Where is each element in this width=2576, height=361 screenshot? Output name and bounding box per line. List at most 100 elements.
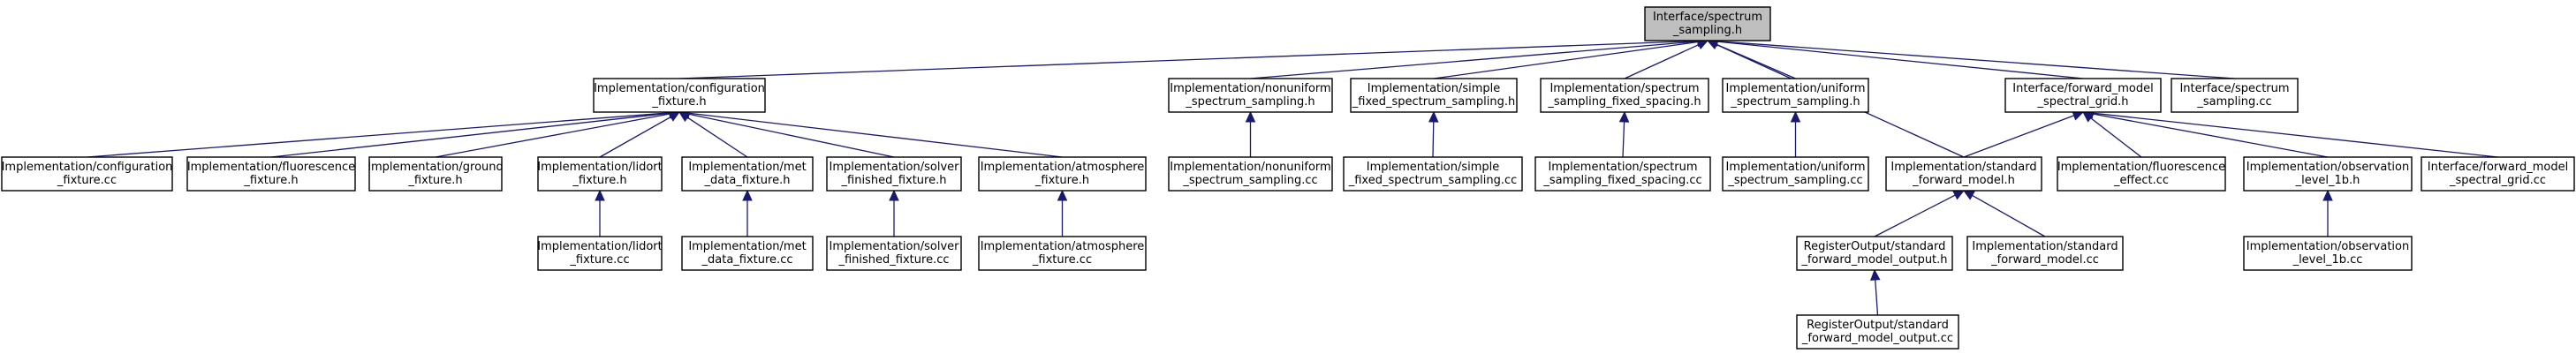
- file-node-sfm-cc[interactable]: Implementation/standard_forward_model.cc: [1966, 236, 2124, 271]
- node-label-line: Implementation/met: [688, 161, 806, 174]
- file-node-ssfs-cc[interactable]: Implementation/spectrum_sampling_fixed_s…: [1534, 156, 1711, 192]
- node-label-line: _level_1b.h: [2295, 174, 2360, 187]
- file-node-fwd-grid-cc[interactable]: Interface/forward_model_spectral_grid.cc: [2421, 156, 2575, 192]
- dependency-edge: [1874, 190, 1966, 237]
- file-node-ground-h[interactable]: Implementation/ground_fixture.h: [367, 156, 504, 192]
- file-node-ifc-ss-cc[interactable]: Interface/spectrum_sampling.cc: [2171, 78, 2299, 113]
- file-node-root[interactable]: Interface/spectrum_sampling.h: [1644, 6, 1771, 41]
- arrow-head-icon: [1057, 189, 1068, 201]
- dependency-edge: [1706, 36, 2084, 79]
- file-node-nonuniform-h[interactable]: Implementation/nonuniform_spectrum_sampl…: [1168, 78, 1333, 113]
- file-node-atm-cc[interactable]: Implementation/atmosphere_fixture.cc: [978, 236, 1147, 271]
- file-node-lidort-h[interactable]: Implementation/lidort_fixture.h: [537, 156, 663, 192]
- file-node-sfm-h[interactable]: Implementation/standard_forward_model.h: [1885, 156, 2042, 192]
- file-node-ssfs-h[interactable]: Implementation/spectrum_sampling_fixed_s…: [1540, 78, 1709, 113]
- node-label-line: _sampling_fixed_spacing.cc: [1542, 174, 1701, 187]
- edge-line: [270, 112, 671, 158]
- dependency-edge: [1963, 110, 2085, 158]
- file-node-met-h[interactable]: Implementation/met_data_fixture.h: [681, 156, 814, 192]
- node-label-line: Implementation/atmosphere: [981, 240, 1145, 253]
- node-box: [978, 236, 1147, 271]
- dependency-edge: [1790, 110, 1801, 157]
- arrow-head-icon: [1696, 40, 1709, 50]
- dependency-edge: [1428, 110, 1439, 158]
- node-label-line: _spectral_grid.cc: [2449, 174, 2546, 187]
- file-node-uniform-cc[interactable]: Implementation/uniform_spectrum_sampling…: [1722, 156, 1869, 192]
- file-node-simple-cc[interactable]: Implementation/simple_fixed_spectrum_sam…: [1343, 156, 1523, 192]
- edge-line: [1874, 194, 1956, 237]
- node-box: [1722, 78, 1869, 113]
- node-label-line: Interface/spectrum: [1653, 11, 1762, 24]
- node-box: [1796, 236, 1953, 271]
- node-box: [1, 156, 173, 192]
- dependency-edge: [1618, 110, 1630, 158]
- node-label-line: RegisterOutput/standard: [1804, 240, 1946, 253]
- edge-line: [1432, 121, 1435, 158]
- node-label-line: RegisterOutput/standard: [1807, 319, 1949, 332]
- node-label-line: Implementation/uniform: [1725, 161, 1865, 174]
- edge-line: [1716, 41, 2084, 79]
- file-node-nonuniform-cc[interactable]: Implementation/nonuniform_spectrum_sampl…: [1168, 156, 1333, 192]
- dependency-edge: [1870, 268, 1881, 316]
- node-label-line: _sampling_fixed_spacing.h: [1547, 95, 1701, 109]
- arrow-head-icon: [2322, 189, 2333, 201]
- node-box: [368, 156, 503, 192]
- nodes-layer: Interface/spectrum_sampling.hImplementat…: [1, 6, 2575, 350]
- node-label-line: _forward_model.h: [1912, 174, 2015, 187]
- file-node-reg-h[interactable]: RegisterOutput/standard_forward_model_ou…: [1796, 236, 1953, 271]
- file-node-obs-h[interactable]: Implementation/observation_level_1b.h: [2243, 156, 2413, 192]
- file-node-met-cc[interactable]: Implementation/met_data_fixture.cc: [681, 236, 814, 271]
- node-label-line: Implementation/solver: [830, 161, 960, 174]
- arrow-head-icon: [1245, 110, 1256, 123]
- file-node-fluor-fix-h[interactable]: Implementation/fluorescence_fixture.h: [186, 156, 356, 192]
- node-box: [2421, 156, 2575, 192]
- node-label-line: _fixture.cc: [57, 174, 117, 187]
- node-label-line: _fixture.cc: [569, 253, 629, 267]
- file-node-lidort-cc[interactable]: Implementation/lidort_fixture.cc: [537, 236, 663, 271]
- edge-line: [87, 112, 671, 158]
- node-label-line: Implementation/standard: [1972, 240, 2118, 253]
- node-label-line: _data_fixture.cc: [701, 253, 793, 267]
- node-box: [593, 78, 766, 113]
- node-box: [826, 156, 962, 192]
- node-label-line: Implementation/observation: [2246, 161, 2410, 174]
- node-box: [2004, 78, 2162, 113]
- arrow-head-icon: [889, 189, 899, 201]
- file-node-solver-h[interactable]: Implementation/solver_finished_fixture.h: [826, 156, 962, 192]
- node-label-line: Implementation/standard: [1890, 161, 2036, 174]
- node-box: [1168, 78, 1333, 113]
- file-node-uniform-h[interactable]: Implementation/uniform_spectrum_sampling…: [1722, 78, 1869, 113]
- file-node-fluor-eff-cc[interactable]: Implementation/fluorescence_effect.cc: [2057, 156, 2226, 192]
- edge-line: [599, 116, 671, 158]
- node-box: [1796, 314, 1959, 350]
- file-node-simple-h[interactable]: Implementation/simple_fixed_spectrum_sam…: [1350, 78, 1518, 113]
- file-node-config-h[interactable]: Implementation/configuration_fixture.h: [593, 78, 766, 113]
- file-node-solver-cc[interactable]: Implementation/solver_finished_fixture.c…: [826, 236, 962, 271]
- node-label-line: _forward_model.cc: [1990, 253, 2099, 267]
- file-node-reg-cc[interactable]: RegisterOutput/standard_forward_model_ou…: [1796, 314, 1959, 350]
- dependency-edge: [599, 111, 681, 158]
- file-node-atm-h[interactable]: Implementation/atmosphere_fixture.h: [978, 156, 1147, 192]
- node-box: [186, 156, 356, 192]
- node-box: [2243, 236, 2413, 271]
- node-label-line: _effect.cc: [2113, 174, 2169, 187]
- node-box: [1540, 78, 1709, 113]
- arrow-head-icon: [1790, 110, 1801, 123]
- node-label-line: Implementation/solver: [830, 240, 960, 253]
- node-box: [1644, 6, 1771, 41]
- edge-line: [2090, 117, 2142, 158]
- file-node-fwd-grid-h[interactable]: Interface/forward_model_spectral_grid.h: [2004, 78, 2162, 113]
- node-label-line: _fixture.cc: [1032, 253, 1092, 267]
- edge-line: [1972, 194, 2046, 237]
- arrow-head-icon: [1952, 190, 1966, 200]
- file-node-obs-cc[interactable]: Implementation/observation_level_1b.cc: [2243, 236, 2413, 271]
- file-node-config-cc[interactable]: Implementation/configuration_fixture.cc: [1, 156, 173, 192]
- node-label-line: _spectrum_sampling.h: [1730, 95, 1860, 109]
- node-label-line: _spectrum_sampling.cc: [1182, 174, 1317, 187]
- edge-line: [2092, 112, 2498, 158]
- dependency-edge: [87, 108, 681, 158]
- node-box: [537, 236, 663, 271]
- node-label-line: Implementation/observation: [2246, 240, 2410, 253]
- node-label-line: Implementation/configuration: [2, 161, 173, 174]
- dependency-edge: [1706, 36, 2235, 79]
